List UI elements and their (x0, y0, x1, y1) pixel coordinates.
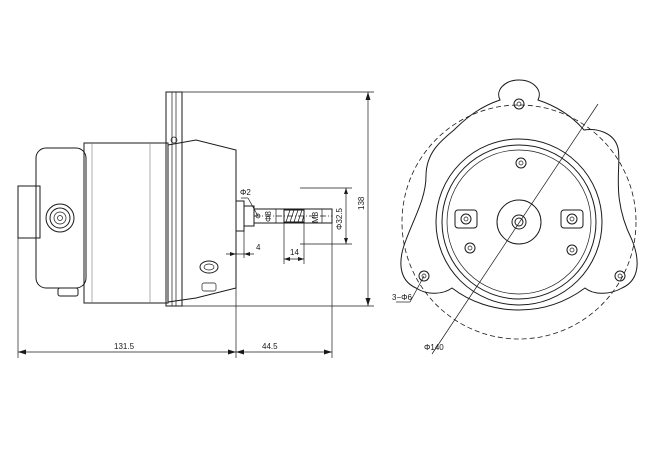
dim-131-5: 131.5 (114, 342, 135, 351)
front-view: 3−Φ6 Φ140 (392, 79, 638, 355)
dim-4: 4 (256, 243, 261, 252)
lug-left (454, 209, 478, 229)
body-outer-ring (435, 138, 603, 306)
shaft-inner (514, 217, 524, 227)
dim-44-5: 44.5 (262, 342, 278, 351)
lug-right (560, 209, 584, 229)
mounting-flange (165, 91, 183, 307)
mounting-hole-top (513, 98, 525, 110)
hub (496, 199, 542, 245)
dim-phi32-5: Φ32.5 (335, 207, 344, 230)
dim-3-phi6: 3−Φ6 (392, 293, 413, 302)
dim-phi140: Φ140 (424, 343, 444, 352)
mounting-hole-right (614, 270, 626, 282)
output-shaft (235, 200, 333, 232)
dim-m8: M8 (311, 211, 320, 223)
side-dimension-lines (17, 91, 374, 358)
cable-gland (45, 203, 75, 233)
dim-14: 14 (290, 248, 299, 257)
front-leaders (396, 103, 599, 355)
screw-top (515, 157, 527, 169)
thread-hatching (285, 209, 305, 223)
screw-bottom-right (566, 244, 578, 256)
drain-fitting (199, 260, 219, 292)
flange-outline (400, 79, 638, 311)
shaft-outer (511, 214, 527, 230)
dim-138: 138 (357, 196, 366, 210)
pitch-circle (401, 104, 637, 340)
body-ring (441, 144, 597, 300)
side-view: Φ2 Φ8 M8 Φ32.5 138 4 14 131.5 44.5 (17, 91, 374, 358)
screw-bottom-left (464, 242, 476, 254)
mounting-hole-left (418, 270, 430, 282)
body-inner-ring (446, 149, 592, 295)
dim-phi8: Φ8 (264, 211, 273, 222)
dim-phi2: Φ2 (240, 188, 251, 197)
